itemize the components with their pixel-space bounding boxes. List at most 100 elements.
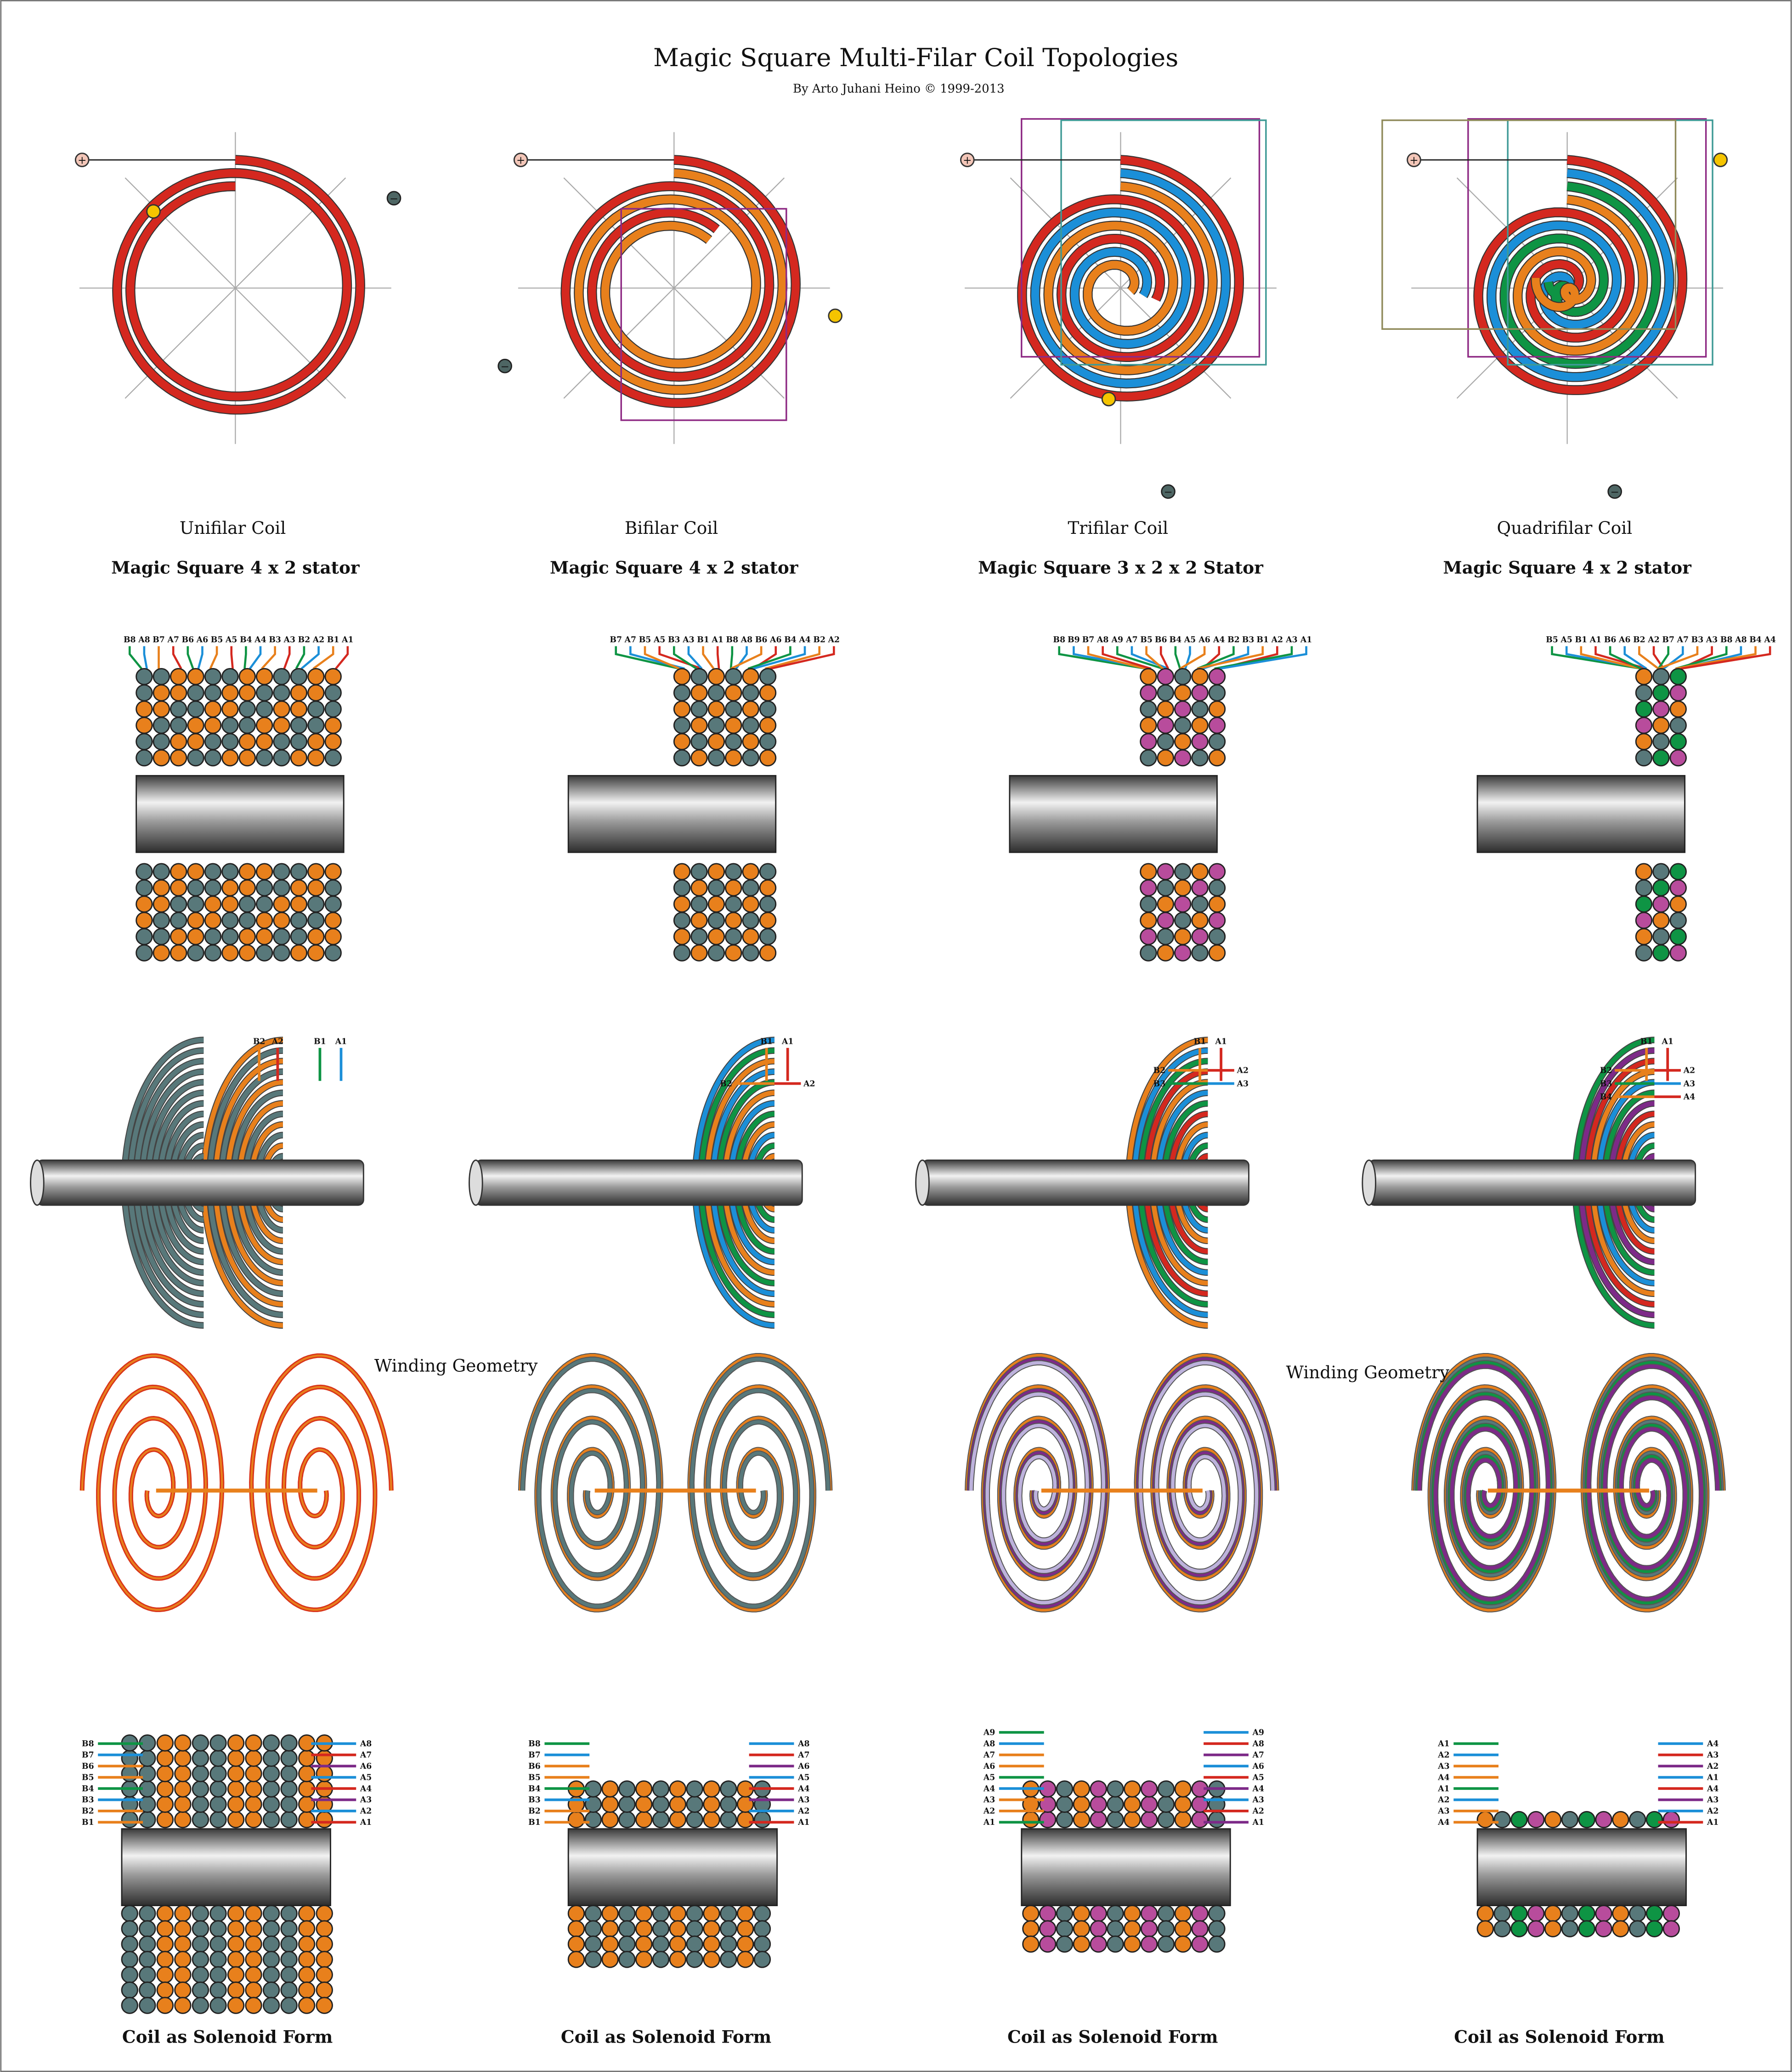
solenoid-conductor (316, 1749, 333, 1767)
conductor-cross-section (1652, 717, 1670, 734)
left-lead-label: B1 (528, 1818, 541, 1827)
left-lead-label: A3 (1437, 1807, 1449, 1816)
negative-terminal-icon (497, 358, 512, 374)
conductor-cross-section (324, 733, 342, 750)
conductor-cross-section (221, 700, 239, 718)
conductor-cross-section (170, 911, 187, 929)
conductor-cross-section (742, 863, 759, 880)
conductor-cross-section (707, 749, 725, 767)
conductor-cross-section (221, 895, 239, 913)
solenoid-conductor (316, 1981, 333, 1999)
solenoid-conductor (618, 1951, 636, 1968)
solenoid-conductor (280, 1780, 298, 1798)
solenoid-conductor (174, 1997, 192, 2014)
wire-label: A6 (769, 635, 781, 645)
solenoid-conductor (1628, 1905, 1646, 1922)
conductor-cross-section (673, 749, 691, 767)
spiral-winding (1138, 1361, 1275, 1605)
solenoid-conductor (1174, 1795, 1192, 1813)
solenoid-conductor (1090, 1795, 1107, 1813)
conductor-cross-section (725, 733, 742, 750)
conductor-cross-section (707, 911, 725, 929)
conductor-cross-section (1652, 928, 1670, 945)
conductor-cross-section (187, 700, 204, 718)
wire-lead (261, 646, 276, 669)
solenoid-conductor (262, 1966, 280, 1984)
conductor-cross-section (1635, 879, 1653, 897)
wire-label: B1 (1640, 1037, 1653, 1046)
conductor-cross-section (170, 733, 187, 750)
wire-label: B7 (1082, 635, 1095, 645)
shaft (1476, 775, 1686, 853)
wire-label: A1 (335, 1037, 347, 1046)
solenoid-conductor (139, 1765, 156, 1783)
right-lead-label: A1 (797, 1818, 809, 1827)
solenoid-conductor (174, 1951, 192, 1968)
conductor-cross-section (1174, 684, 1192, 702)
solenoid-conductor (316, 1997, 333, 2014)
solenoid-conductor (1493, 1920, 1511, 1937)
solenoid-core (567, 1828, 778, 1907)
conductor-cross-section (324, 863, 342, 880)
conductor-cross-section (725, 700, 742, 718)
solenoid-conductor (1527, 1905, 1545, 1922)
wire-label: B8 (124, 635, 136, 645)
conductor-cross-section (255, 733, 273, 750)
conductor-cross-section (187, 928, 204, 945)
conductor-cross-section (707, 717, 725, 734)
conductor-cross-section (221, 911, 239, 929)
solenoid-conductor (209, 1981, 227, 1999)
wire-lead (1197, 646, 1264, 670)
solenoid-conductor (1157, 1795, 1175, 1813)
solenoid-conductor (1527, 1811, 1545, 1829)
left-lead-label: B6 (82, 1762, 94, 1771)
solenoid-conductor (669, 1935, 687, 1953)
conductor-cross-section (1174, 717, 1192, 734)
solenoid-conductor (156, 1920, 174, 1937)
solenoid-conductor (227, 1795, 245, 1813)
right-lead-label: A3 (797, 1795, 809, 1805)
conductor-cross-section (324, 928, 342, 945)
wire-label: B3 (1153, 1079, 1166, 1088)
conductor-cross-section (153, 928, 170, 945)
solenoid-conductor (245, 1997, 262, 2014)
conductor-cross-section (673, 879, 691, 897)
solenoid-conductor (245, 1780, 262, 1798)
solenoid-conductor (227, 1966, 245, 1984)
solenoid-conductor (1157, 1905, 1175, 1922)
wire-label: A7 (1125, 635, 1137, 645)
solenoid-conductor (736, 1920, 754, 1937)
solenoid-conductor (121, 1997, 138, 2014)
solenoid-conductor (1476, 1905, 1494, 1922)
solenoid-conductor (1191, 1905, 1209, 1922)
solenoid-conductor (1107, 1920, 1124, 1937)
wire-lead (765, 646, 820, 670)
solenoid-conductor (601, 1905, 619, 1922)
coil-name: Unifilar Coil (180, 518, 286, 538)
conductor-cross-section (136, 668, 153, 685)
conductor-cross-section (1140, 879, 1157, 897)
conductor-cross-section (324, 749, 342, 767)
wire-label: A2 (1237, 1066, 1249, 1076)
conductor-cross-section (290, 895, 308, 913)
solenoid-conductor (121, 1765, 138, 1783)
conductor-cross-section (673, 668, 691, 685)
solenoid-conductor (245, 1905, 262, 1922)
solenoid-conductor (652, 1811, 670, 1829)
solenoid-conductor (601, 1780, 619, 1798)
solenoid-conductor (1124, 1811, 1141, 1829)
wire-label: A6 (1198, 635, 1210, 645)
conductor-cross-section (1191, 928, 1209, 945)
spiral-coil: +− (497, 132, 843, 444)
wire-label: B2 (1227, 635, 1240, 645)
conductor-cross-section (221, 749, 239, 767)
conductor-cross-section (290, 684, 308, 702)
solenoid-conductor (316, 1811, 333, 1829)
conductor-cross-section (673, 911, 691, 929)
right-lead-label: A3 (360, 1795, 372, 1805)
conductor-cross-section (1140, 733, 1157, 750)
wire-label: B4 (784, 635, 797, 645)
conductor-cross-section (1140, 668, 1157, 685)
solenoid-conductor (298, 1920, 316, 1937)
